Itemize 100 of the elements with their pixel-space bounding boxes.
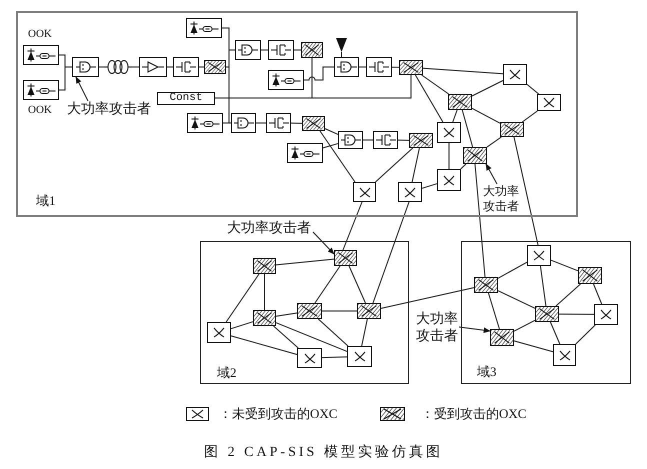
link-line (230, 335, 298, 355)
link-line (276, 312, 298, 317)
switch-block (398, 182, 422, 202)
domain-frame (16, 11, 578, 217)
domain-frame (200, 241, 409, 384)
link-line (474, 164, 486, 278)
link-line (320, 130, 356, 182)
link-line (558, 314, 594, 315)
attacker-label: 大功率攻击者 (227, 220, 313, 237)
attacker-label: 大功率攻击者 (483, 184, 520, 215)
leader-arrow (312, 232, 334, 254)
domain-label: 域3 (477, 364, 496, 380)
link-line (514, 320, 536, 332)
link-line (412, 148, 420, 182)
link-line (304, 66, 334, 80)
leader-arrow (458, 326, 491, 333)
figure-caption: 图 2 CAP-SIS 模型实验仿真图 (204, 444, 443, 462)
switch-block (353, 182, 376, 202)
link-line (422, 68, 504, 74)
switch-block (297, 348, 322, 368)
leader-arrow (76, 76, 88, 102)
link-line (198, 66, 204, 68)
link-line (324, 128, 338, 135)
link-line (290, 122, 302, 124)
amplifier-block (139, 57, 167, 77)
link-line (222, 122, 232, 124)
link-line (374, 148, 414, 182)
link-line (226, 50, 236, 68)
switch-block (537, 94, 561, 111)
link-line (380, 287, 474, 309)
link-line (214, 74, 412, 98)
link-line (422, 183, 438, 189)
link-line (322, 356, 348, 358)
link-line (361, 318, 368, 346)
attacker-label: 大功率攻击者 (67, 101, 153, 118)
gate-block (72, 57, 99, 77)
link-line (514, 136, 538, 246)
link-line (392, 66, 400, 68)
link-line (273, 326, 299, 348)
modulation-label: OOK (28, 28, 52, 41)
constant-block: Const (157, 92, 215, 105)
legend-text: ：未受到攻击的OXC (219, 405, 338, 422)
link-line (132, 66, 140, 68)
domain-label: 域2 (217, 365, 236, 381)
switch-block (207, 322, 231, 343)
link-line (550, 260, 578, 272)
attacker-label: 大功率攻击者 (416, 311, 459, 345)
link-line (226, 274, 260, 322)
link-line (372, 202, 410, 304)
link-line (322, 310, 358, 312)
leader-arrow (486, 163, 498, 184)
link-line (318, 318, 348, 346)
switch-block (594, 304, 618, 325)
switch-block (503, 64, 527, 85)
link-line (462, 110, 474, 148)
domain-label: 域1 (36, 193, 56, 209)
link-line (398, 140, 410, 141)
modulation-label: OOK (28, 104, 52, 117)
link-line (421, 74, 450, 94)
link-line (58, 66, 72, 90)
link-line (472, 108, 500, 124)
link-line (226, 66, 232, 124)
triangle-icon (336, 38, 347, 52)
link-line (460, 164, 466, 170)
link-line (498, 290, 536, 309)
link-line (276, 258, 334, 266)
link-line (358, 66, 366, 68)
legend-text: ：受到攻击的OXC (421, 405, 526, 422)
switch-block (437, 169, 461, 191)
link-line (592, 284, 602, 304)
link-line (414, 74, 444, 122)
switch-block (347, 346, 372, 367)
link-line (540, 266, 546, 306)
link-line (488, 292, 500, 330)
link-line (314, 266, 341, 304)
link-line (448, 142, 450, 170)
link-line (230, 321, 254, 330)
switch-block (553, 344, 576, 366)
link-line (256, 122, 266, 124)
link-line (498, 262, 528, 279)
link-line (166, 66, 174, 68)
link-line (514, 340, 554, 352)
link-line (486, 136, 502, 148)
link-line (264, 274, 265, 310)
link-line (342, 202, 362, 250)
link-line (555, 284, 581, 306)
domain-frame (461, 241, 631, 384)
link-line (526, 84, 540, 94)
link-line (341, 52, 342, 58)
link-line (472, 80, 504, 96)
link-line (276, 322, 348, 352)
switch-block (437, 122, 461, 143)
link-line (575, 324, 596, 344)
link-line (348, 266, 366, 304)
link-line (322, 143, 338, 148)
link-line (452, 110, 458, 122)
link-line (98, 66, 104, 68)
link-line (550, 322, 560, 344)
coil-icon (104, 59, 132, 75)
link-line (522, 110, 538, 122)
